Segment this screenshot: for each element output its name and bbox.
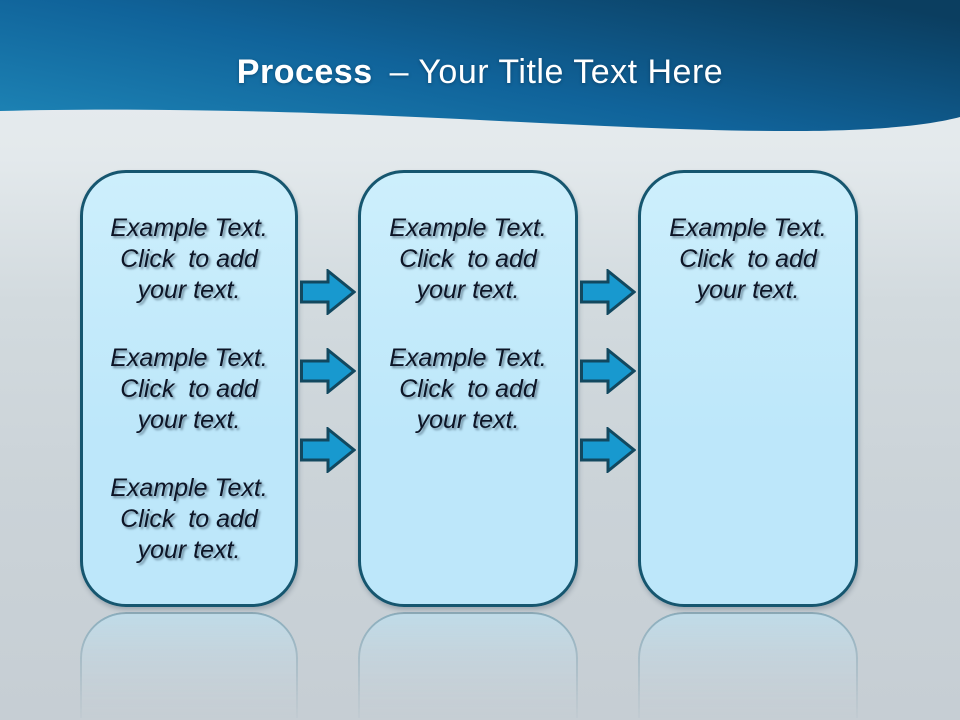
text-line: Example Text. — [669, 214, 827, 242]
slide-title[interactable]: Process – Your Title Text Here — [0, 52, 960, 92]
text-line: your text. — [696, 276, 800, 304]
right-arrow-icon — [580, 427, 636, 473]
placeholder-paragraph: Example Text. Click to add your text. — [367, 213, 569, 306]
text-line: your text. — [137, 406, 241, 434]
text-line: Click to add — [120, 505, 258, 533]
text-line: Click to add — [120, 245, 258, 273]
text-line: Click to add — [120, 375, 258, 403]
box-reflection — [638, 612, 858, 718]
placeholder-paragraph: Example Text. Click to add your text. — [647, 213, 849, 306]
text-line: your text. — [137, 536, 241, 564]
text-line: Example Text. — [389, 344, 547, 372]
title-banner-wave — [0, 0, 960, 132]
box-1-text: Example Text. Click to add your text. Ex… — [83, 173, 295, 566]
box-reflection — [80, 612, 298, 718]
text-line: Click to add — [399, 245, 537, 273]
right-arrow-icon — [580, 348, 636, 394]
box-2-text: Example Text. Click to add your text. Ex… — [361, 173, 575, 436]
right-arrow-icon — [300, 348, 356, 394]
text-line: your text. — [137, 276, 241, 304]
process-box-2[interactable]: Example Text. Click to add your text. Ex… — [358, 170, 578, 607]
text-line: Click to add — [679, 245, 817, 273]
text-line: Example Text. — [110, 214, 268, 242]
box-3-text: Example Text. Click to add your text. — [641, 173, 855, 306]
title-keyword: Process — [236, 53, 373, 91]
placeholder-paragraph: Example Text. Click to add your text. — [367, 343, 569, 436]
text-line: Example Text. — [110, 474, 268, 502]
placeholder-paragraph: Example Text. Click to add your text. — [89, 213, 289, 306]
placeholder-paragraph: Example Text. Click to add your text. — [89, 473, 289, 566]
text-line: Example Text. — [389, 214, 547, 242]
text-line: your text. — [416, 276, 520, 304]
text-line: your text. — [416, 406, 520, 434]
right-arrow-icon — [300, 427, 356, 473]
process-box-1[interactable]: Example Text. Click to add your text. Ex… — [80, 170, 298, 607]
text-line: Click to add — [399, 375, 537, 403]
title-subtitle: – Your Title Text Here — [389, 53, 724, 91]
box-reflection — [358, 612, 578, 718]
process-box-3[interactable]: Example Text. Click to add your text. — [638, 170, 858, 607]
text-line: Example Text. — [110, 344, 268, 372]
right-arrow-icon — [300, 269, 356, 315]
right-arrow-icon — [580, 269, 636, 315]
placeholder-paragraph: Example Text. Click to add your text. — [89, 343, 289, 436]
